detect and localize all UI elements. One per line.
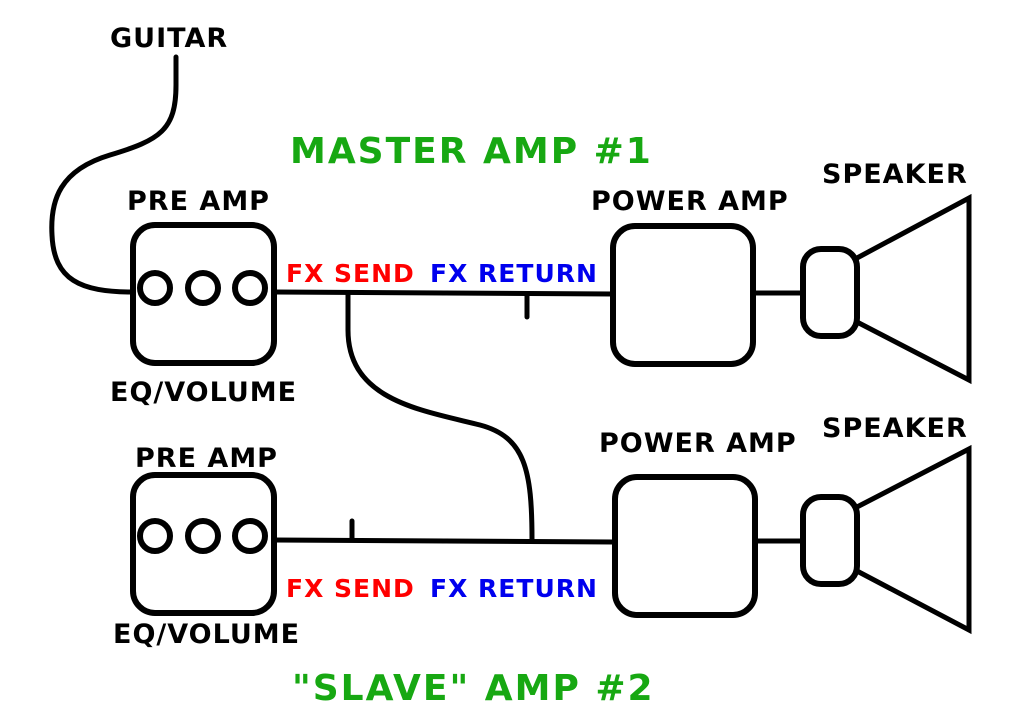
master-pre-amp-label: PRE AMP xyxy=(127,186,270,217)
guitar-cable xyxy=(49,54,179,295)
slave-amp-title: "SLAVE" AMP #2 xyxy=(292,668,655,709)
fx-send-to-slave-return-cable xyxy=(345,291,535,543)
slave-power-amp-label: POWER AMP xyxy=(599,428,797,459)
slave-power-amp-box xyxy=(612,474,758,618)
master-fx-return-label: FX RETURN xyxy=(430,259,598,288)
slave-speaker-label: SPEAKER xyxy=(822,413,968,444)
master-amp-title: MASTER AMP #1 xyxy=(290,131,653,172)
master-speaker-label: SPEAKER xyxy=(822,159,968,190)
slave-fx-send-label: FX SEND xyxy=(286,574,415,603)
master-fx-send-label: FX SEND xyxy=(286,259,415,288)
master-speaker-icon xyxy=(800,193,972,385)
slave-knob-1 xyxy=(137,518,173,554)
slave-fx-return-label: FX RETURN xyxy=(430,574,598,603)
master-knob-3 xyxy=(232,270,268,306)
slave-fx-loop-wire xyxy=(271,537,616,545)
slave-speaker-icon xyxy=(800,444,972,635)
master-eq-volume-label: EQ/VOLUME xyxy=(110,377,297,408)
master-knob-2 xyxy=(185,270,221,306)
master-fx-loop-wire xyxy=(271,289,616,297)
master-knob-1 xyxy=(137,270,173,306)
slave-eq-volume-label: EQ/VOLUME xyxy=(113,619,300,650)
slave-knob-3 xyxy=(232,518,268,554)
slave-pre-amp-label: PRE AMP xyxy=(135,443,278,474)
master-amp: PRE AMP EQ/VOLUME FX SEND FX RETURN POWE… xyxy=(110,159,972,408)
slave-amp: PRE AMP EQ/VOLUME FX SEND FX RETURN POWE… xyxy=(113,413,972,650)
slave-knob-2 xyxy=(185,518,221,554)
master-power-amp-box xyxy=(610,223,756,367)
master-power-amp-label: POWER AMP xyxy=(591,186,789,217)
guitar-label: GUITAR xyxy=(110,23,228,54)
